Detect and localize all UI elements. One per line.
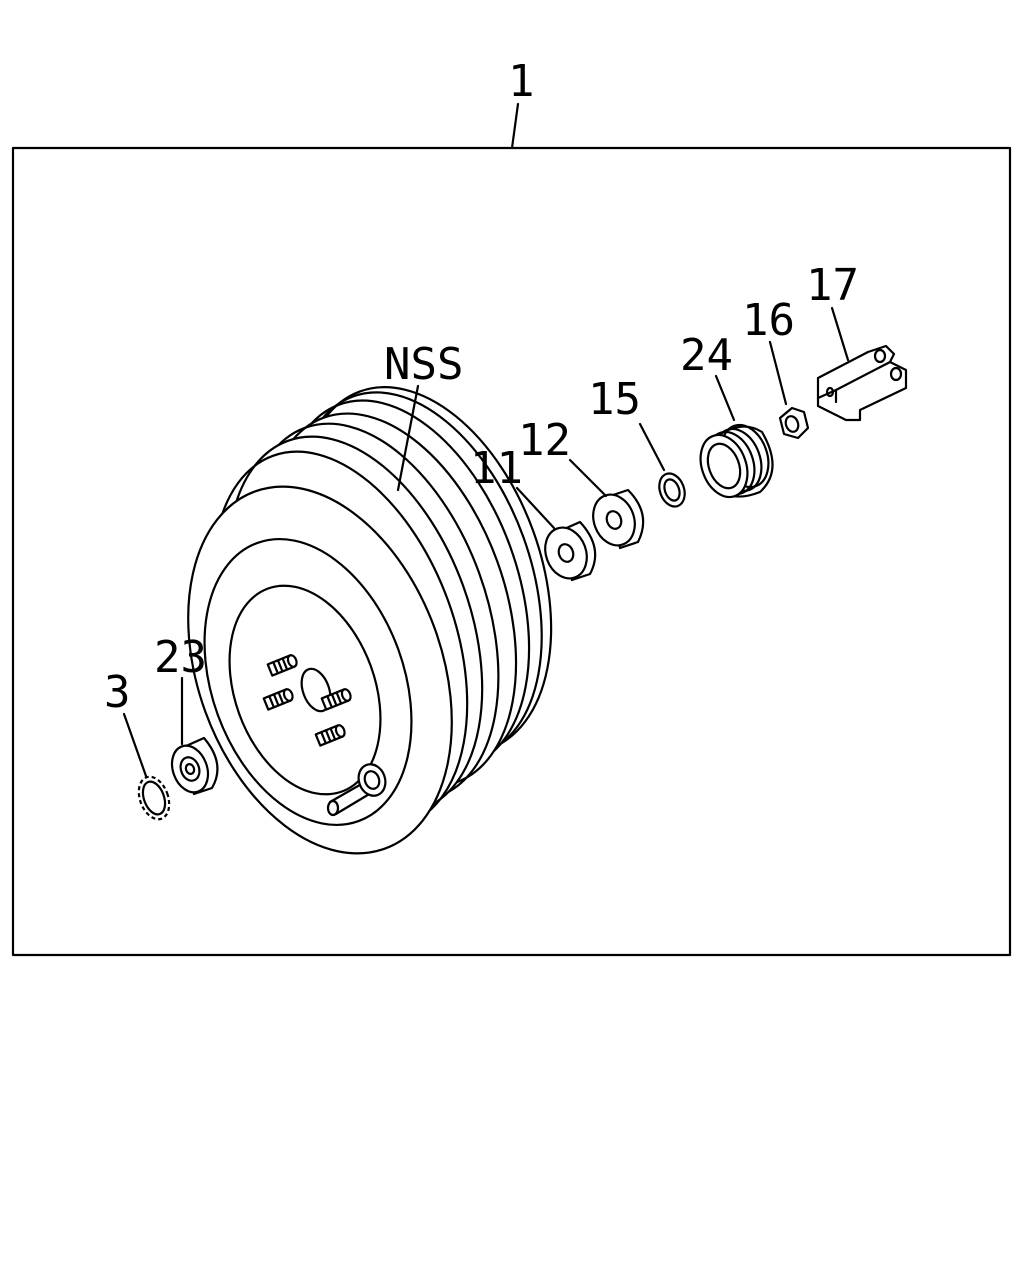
part-17-clevis: [816, 344, 908, 422]
part-12-spacer: [592, 488, 645, 550]
callout-1: 1: [508, 56, 535, 107]
leader-16: [768, 340, 788, 406]
callout-17: 17: [806, 260, 859, 311]
leader-17: [830, 306, 850, 362]
leader-nss: [396, 384, 420, 492]
brake-booster: [187, 386, 553, 855]
leader-11: [515, 486, 556, 530]
callout-3: 3: [104, 667, 131, 718]
part-3-lock-washer: [137, 775, 171, 821]
leader-1: [510, 102, 520, 150]
leader-15: [638, 422, 666, 472]
callout-24: 24: [680, 330, 733, 381]
leader-24: [714, 374, 736, 422]
callout-23: 23: [154, 632, 207, 683]
part-15-o-ring: [658, 472, 686, 508]
part-16-nut: [778, 406, 810, 440]
callout-16: 16: [742, 295, 795, 346]
callout-12: 12: [518, 415, 571, 466]
part-23-bushing: [170, 736, 219, 796]
part-11-spacer: [544, 520, 597, 582]
mounting-studs: [262, 654, 352, 747]
leader-12: [568, 458, 608, 498]
callout-nss: NSS: [384, 339, 463, 390]
leader-3: [122, 712, 148, 778]
vacuum-fitting: [326, 763, 387, 817]
callout-11: 11: [470, 443, 523, 494]
part-24-boot: [699, 423, 774, 499]
callout-15: 15: [588, 374, 641, 425]
